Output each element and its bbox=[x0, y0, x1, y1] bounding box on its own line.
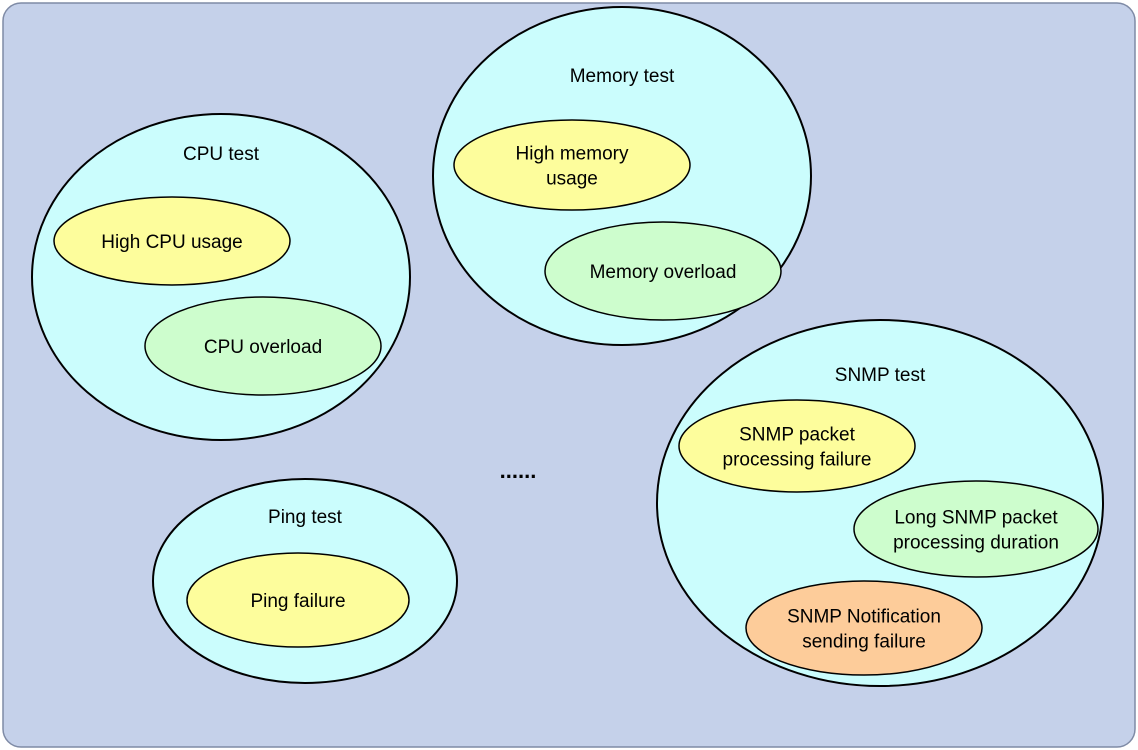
long-snmp-packet-processing-duration-label-line: Long SNMP packet bbox=[894, 508, 1058, 529]
memory-test-label: Memory test bbox=[570, 66, 675, 87]
high-memory-usage-label-line: usage bbox=[546, 169, 598, 190]
memory-overload-label-line: Memory overload bbox=[590, 262, 737, 283]
high-memory-usage-label-line: High memory bbox=[516, 144, 629, 165]
memory-overload-ellipse bbox=[544, 221, 782, 321]
ping-failure-ellipse bbox=[186, 552, 410, 648]
snmp-notification-sending-failure-label-line: SNMP Notification bbox=[787, 607, 941, 628]
high-cpu-usage-label-line: High CPU usage bbox=[101, 232, 243, 253]
ping-failure-label-line: Ping failure bbox=[250, 591, 345, 612]
snmp-packet-processing-failure-label-line: processing failure bbox=[723, 450, 872, 471]
high-memory-usage-ellipse bbox=[453, 119, 691, 211]
long-snmp-packet-processing-duration-label-line: processing duration bbox=[893, 533, 1059, 554]
snmp-test-label: SNMP test bbox=[835, 365, 926, 386]
cpu-test-label: CPU test bbox=[183, 144, 260, 165]
cpu-overload-ellipse bbox=[144, 296, 382, 396]
ping-test-label: Ping test bbox=[268, 507, 343, 528]
more-tests-ellipsis: ...... bbox=[500, 458, 537, 483]
snmp-packet-processing-failure-ellipse bbox=[678, 399, 916, 493]
snmp-notification-sending-failure-label-line: sending failure bbox=[802, 632, 926, 653]
high-cpu-usage-ellipse bbox=[53, 196, 291, 286]
snmp-notification-sending-failure-ellipse bbox=[745, 580, 983, 676]
cpu-overload-label-line: CPU overload bbox=[204, 337, 322, 358]
long-snmp-packet-processing-duration-ellipse bbox=[853, 480, 1099, 578]
snmp-packet-processing-failure-label-line: SNMP packet bbox=[739, 425, 856, 446]
